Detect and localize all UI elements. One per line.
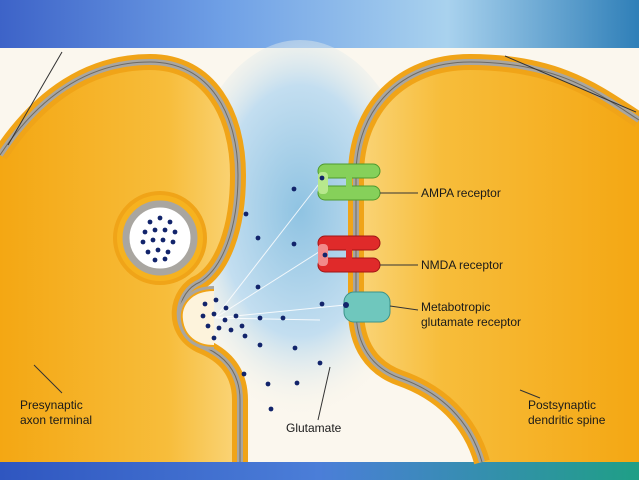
metabotropic-receptor-label: Metabotropic glutamate receptor <box>421 300 521 330</box>
nmda-label-text: NMDA receptor <box>421 258 504 272</box>
postsynaptic-label-line2: dendritic spine <box>528 413 606 427</box>
postsynaptic-label: Postsynaptic dendritic spine <box>528 398 605 428</box>
presynaptic-label: Presynaptic axon terminal <box>20 398 92 428</box>
presynaptic-label-line2: axon terminal <box>20 413 93 427</box>
presynaptic-label-line1: Presynaptic <box>20 398 83 412</box>
nmda-receptor-label: NMDA receptor <box>421 258 503 273</box>
postsynaptic-spine <box>348 53 639 465</box>
view-line-right <box>504 55 637 113</box>
glutamate-label: Glutamate <box>286 421 341 436</box>
postsynaptic-label-line1: Postsynaptic <box>528 398 597 412</box>
synaptic-vesicle <box>113 191 207 285</box>
metabotropic-label-line1: Metabotropic <box>421 300 491 314</box>
leader-lines <box>33 192 541 421</box>
ampa-receptor-label: AMPA receptor <box>421 186 501 201</box>
fusing-vesicle <box>177 286 215 350</box>
vesicle-glutamate-dots <box>140 215 178 263</box>
ampa-receptor <box>317 163 381 201</box>
top-banner <box>0 0 639 48</box>
metabotropic-receptor <box>343 291 391 323</box>
view-line-left <box>7 51 63 146</box>
cleft-glutamate-dots <box>200 175 328 412</box>
metabotropic-label-line2: glutamate receptor <box>421 315 522 329</box>
bottom-banner <box>0 462 639 480</box>
glutamate-label-text: Glutamate <box>286 421 342 435</box>
ampa-label-text: AMPA receptor <box>421 186 501 200</box>
